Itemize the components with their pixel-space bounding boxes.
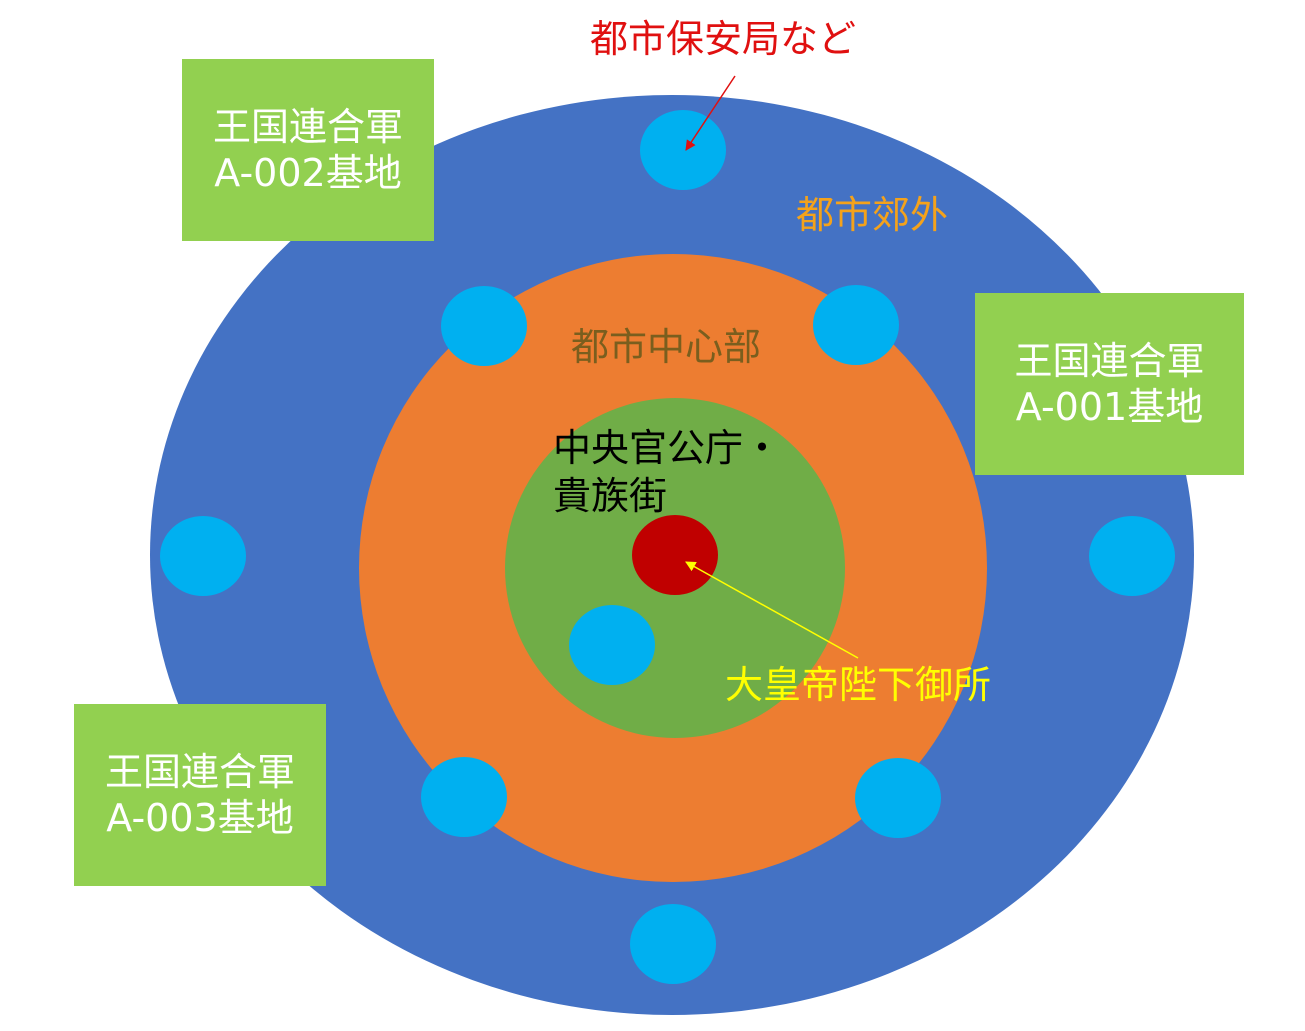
city-center-label: 都市中心部 — [571, 325, 762, 369]
base-a003-line2: A-003基地 — [106, 796, 294, 840]
security-post-south — [630, 904, 716, 984]
base-a001-box: 王国連合軍 A-001基地 — [975, 293, 1244, 475]
base-a003-line1: 王国連合軍 — [104, 750, 295, 794]
security-callout-label: 都市保安局など — [590, 17, 857, 61]
base-a003-box: 王国連合軍 A-003基地 — [74, 704, 326, 886]
base-a002-box: 王国連合軍 A-002基地 — [182, 59, 434, 241]
government-district-label-line2: 貴族街 — [553, 474, 668, 518]
government-district-label-line1: 中央官公庁・ — [553, 426, 782, 470]
suburbs-label: 都市郊外 — [796, 193, 949, 237]
security-post-east — [1089, 516, 1175, 596]
security-post-inner — [569, 605, 655, 685]
security-post-northwest — [441, 286, 527, 366]
security-post-northeast — [813, 285, 899, 365]
base-a001-line1: 王国連合軍 — [1014, 339, 1205, 383]
palace-callout-arrow — [685, 561, 859, 659]
base-a001-line2: A-001基地 — [1015, 385, 1204, 429]
security-post-west — [160, 516, 246, 596]
base-a002-line1: 王国連合軍 — [212, 105, 403, 149]
palace-callout-label: 大皇帝陛下御所 — [725, 663, 992, 707]
base-a002-line2: A-002基地 — [214, 151, 402, 195]
security-post-southwest — [421, 757, 507, 837]
security-post-southeast — [855, 758, 941, 838]
security-callout-arrow — [685, 75, 736, 151]
imperial-palace-marker — [632, 515, 718, 595]
security-post-north — [640, 110, 726, 190]
